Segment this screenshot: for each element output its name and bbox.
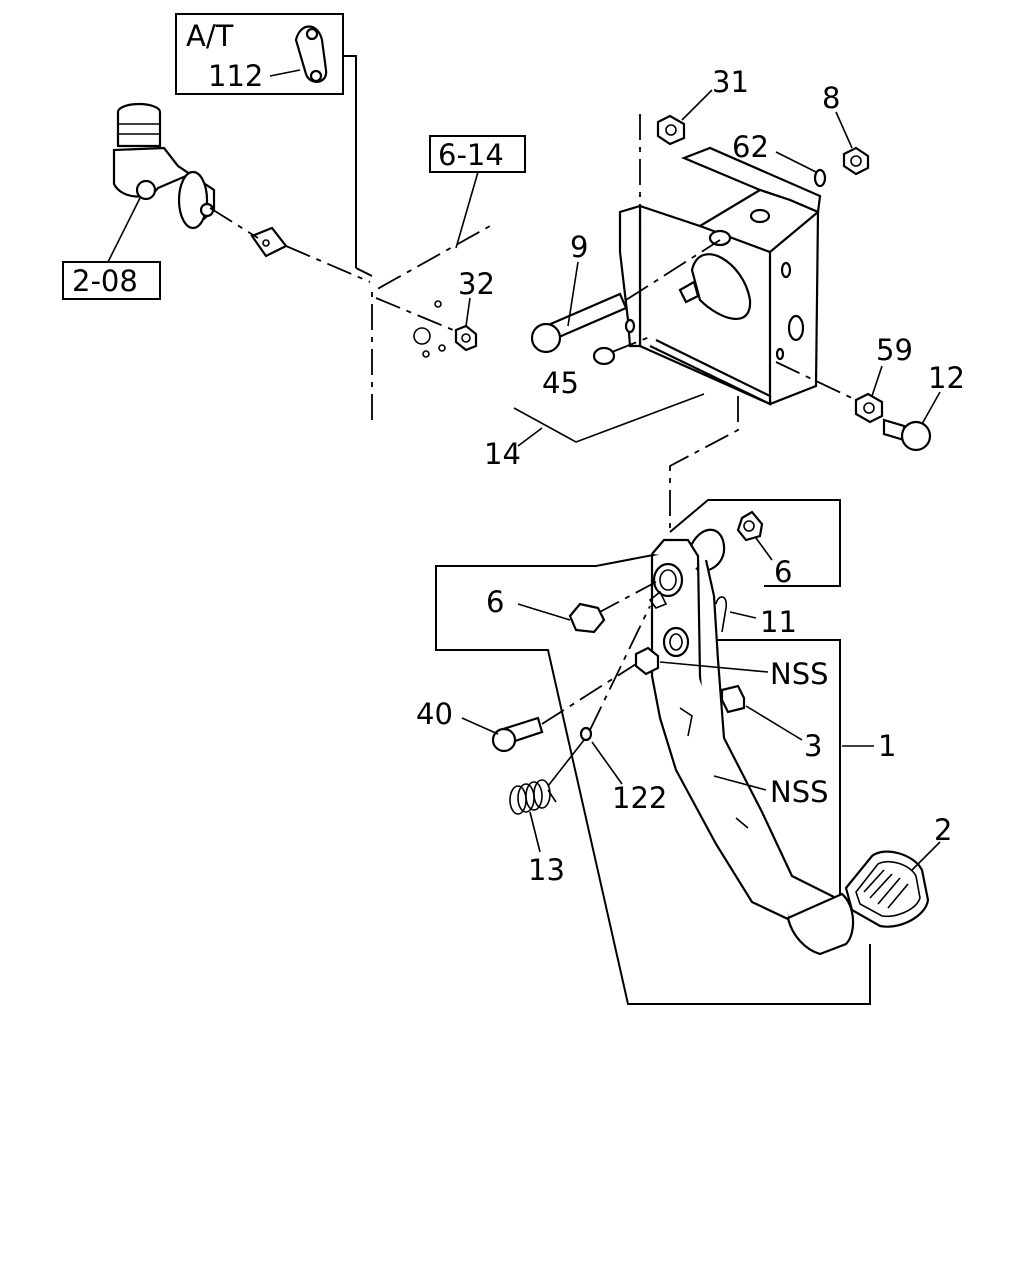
label-13: 13 xyxy=(528,853,565,887)
spring-13 xyxy=(509,779,557,815)
label-8: 8 xyxy=(822,81,840,115)
bolt-9 xyxy=(530,292,628,354)
label-112: 112 xyxy=(208,59,263,93)
collar-45 xyxy=(592,346,616,366)
label-122: 122 xyxy=(612,781,667,815)
label-6-left: 6 xyxy=(486,585,504,619)
label-nss-lower: NSS xyxy=(770,775,829,809)
label-2: 2 xyxy=(934,813,952,847)
master-cylinder xyxy=(112,102,288,258)
label-11: 11 xyxy=(760,605,797,639)
label-nss-upper: NSS xyxy=(770,657,829,691)
label-2-08: 2-08 xyxy=(72,264,138,298)
bushing-6-left xyxy=(568,602,606,634)
bolt-12 xyxy=(882,418,932,452)
label-3: 3 xyxy=(804,729,822,763)
stop-3 xyxy=(720,684,746,714)
label-at: A/T xyxy=(186,19,234,53)
label-45: 45 xyxy=(542,366,579,400)
clip-11 xyxy=(715,596,728,633)
nut-8 xyxy=(842,146,870,176)
clutch-pedal-arm xyxy=(648,538,855,956)
nut-59 xyxy=(854,392,884,424)
at-inset-box: A/T 112 xyxy=(175,13,344,95)
label-14: 14 xyxy=(484,437,521,471)
label-1: 1 xyxy=(878,729,896,763)
bushing-6-right xyxy=(736,510,764,542)
label-59: 59 xyxy=(876,333,913,367)
label-62: 62 xyxy=(732,130,769,164)
label-32: 32 xyxy=(458,267,495,301)
nut-31 xyxy=(656,114,686,146)
label-9: 9 xyxy=(570,230,588,264)
pin-122 xyxy=(579,726,593,742)
pin-40 xyxy=(491,716,544,753)
pedal-pad-2 xyxy=(844,850,930,928)
pedal-bracket xyxy=(618,146,822,406)
label-40: 40 xyxy=(416,697,453,731)
washer-62 xyxy=(813,168,827,188)
label-6-14: 6-14 xyxy=(438,138,504,172)
label-6-right: 6 xyxy=(774,555,792,589)
ref-box-2-08 xyxy=(62,261,161,300)
nut-32 xyxy=(454,324,478,352)
label-31: 31 xyxy=(712,65,749,99)
label-12: 12 xyxy=(928,361,965,395)
